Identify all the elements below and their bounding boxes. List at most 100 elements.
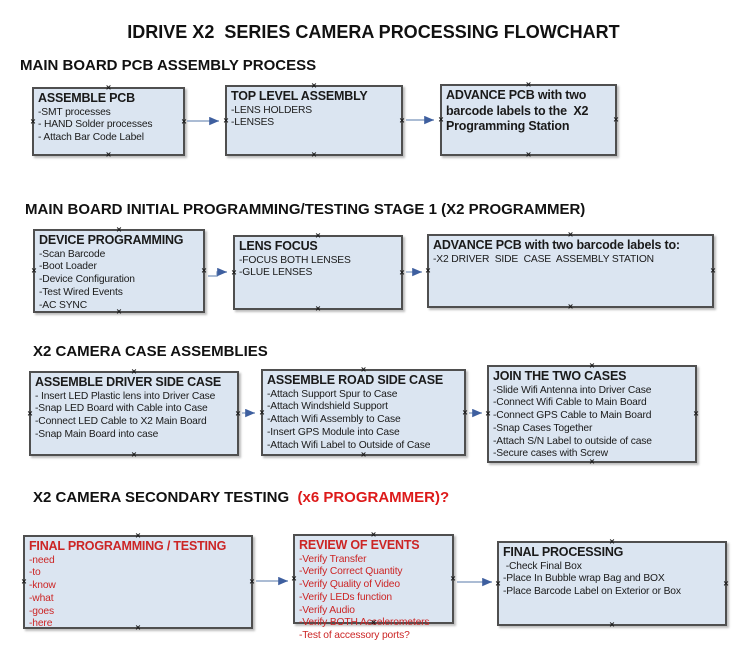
connection-point-icon: × <box>311 149 317 160</box>
box-item: -GLUE LENSES <box>239 267 313 279</box>
flow-box-top-level-assembly: TOP LEVEL ASSEMBLY -LENS HOLDERS-LENSES … <box>223 81 405 159</box>
box-item: -Verify Correct Quantity <box>299 566 403 578</box>
box-item: -Device Configuration <box>39 274 135 286</box>
box-item: -Check Final Box <box>503 560 582 572</box>
flow-box-final-processing: FINAL PROCESSING -Check Final Box-Place … <box>495 537 729 629</box>
box-title: ASSEMBLE ROAD SIDE CASE <box>267 373 443 387</box>
connection-point-icon: × <box>399 267 405 277</box>
flow-box-review-of-events: REVIEW OF EVENTS -Verify Transfer-Verify… <box>291 530 456 641</box>
box-title: ASSEMBLE DRIVER SIDE CASE <box>35 375 222 389</box>
box-item-list: -Attach Support Spur to Case-Attach Wind… <box>267 389 460 453</box>
box-item: -Boot Loader <box>39 261 97 273</box>
connection-point-icon: × <box>495 578 501 588</box>
box-item: -Verify Quality of Video <box>299 579 400 591</box>
connection-point-icon: × <box>235 408 241 418</box>
box-title: TOP LEVEL ASSEMBLY <box>231 89 368 103</box>
connection-point-icon: × <box>131 449 137 460</box>
section-heading-pcb-assembly: MAIN BOARD PCB ASSEMBLY PROCESS <box>20 57 317 74</box>
box-item: -Attach S/N Label to outside of case <box>493 435 652 447</box>
box-item: -Snap LED Board with Cable into Case <box>35 403 208 415</box>
flow-box-assemble-pcb: ASSEMBLE PCB -SMT processes- HAND Solder… <box>30 83 187 159</box>
box-item: -LENSES <box>231 117 275 129</box>
box-item-list: -Slide Wifi Antenna into Driver Case-Con… <box>493 385 691 462</box>
box-item: -Connect LED Cable to X2 Main Board <box>35 416 207 428</box>
connection-point-icon: × <box>201 265 207 276</box>
connection-point-icon: × <box>259 407 265 417</box>
connection-point-icon: × <box>693 408 699 419</box>
connection-point-icon: × <box>231 267 237 277</box>
connection-point-icon: × <box>425 265 431 276</box>
flow-box-final-programming-testing: FINAL PROGRAMMING / TESTING -need-to-kno… <box>21 531 255 632</box>
flow-box-join-the-two-cases: JOIN THE TWO CASES -Slide Wifi Antenna i… <box>485 361 699 466</box>
connection-point-icon: × <box>27 408 33 418</box>
box-item: -X2 DRIVER SIDE CASE ASSEMBLY STATION <box>433 253 654 265</box>
box-title: DEVICE PROGRAMMING <box>39 233 184 247</box>
box-title: ASSEMBLE PCB <box>38 91 135 105</box>
box-item-list: -need-to-know-what-goes-here <box>29 555 247 632</box>
box-item: -Scan Barcode <box>39 248 106 260</box>
box-item-list: -SMT processes- HAND Solder processes- A… <box>38 107 179 145</box>
box-item: -Place In Bubble wrap Bag and BOX <box>503 573 665 585</box>
box-item: -Connect Wifi Cable to Main Board <box>493 397 647 409</box>
section-heading-secondary-testing: X2 CAMERA SECONDARY TESTING (x6 PROGRAMM… <box>33 489 449 507</box>
box-item: -SMT processes <box>38 106 111 118</box>
box-item-list: -FOCUS BOTH LENSES-GLUE LENSES <box>239 255 397 281</box>
box-item: -Attach Wifi Assembly to Case <box>267 414 401 426</box>
box-item: -Verify Audio <box>299 604 355 616</box>
box-item: -Verify BOTH Accelerometers <box>299 617 430 629</box>
connection-point-icon: × <box>609 619 615 630</box>
section-heading-case-assemblies: X2 CAMERA CASE ASSEMBLIES <box>33 343 268 360</box>
flow-box-assemble-road-side-case: ASSEMBLE ROAD SIDE CASE -Attach Support … <box>259 365 467 459</box>
flow-arrow <box>208 267 227 277</box>
box-title: ADVANCE PCB with two barcode labels to t… <box>446 88 592 133</box>
box-item-list: -Scan Barcode-Boot Loader-Device Configu… <box>39 249 199 313</box>
box-item: -Test Wired Events <box>39 286 123 298</box>
connection-point-icon: × <box>723 578 729 588</box>
box-item-list: -X2 DRIVER SIDE CASE ASSEMBLY STATION <box>433 254 708 267</box>
section-heading-programmer-question: (x6 PROGRAMMER)? <box>293 489 450 506</box>
connection-point-icon: × <box>315 303 321 314</box>
box-item-list: -Check Final Box-Place In Bubble wrap Ba… <box>503 561 721 599</box>
connection-point-icon: × <box>291 573 297 584</box>
box-item: -Verify Transfer <box>299 553 367 565</box>
box-item: -what <box>29 592 54 604</box>
connection-point-icon: × <box>567 301 574 312</box>
connection-point-icon: × <box>249 576 255 587</box>
box-item: - HAND Solder processes <box>38 119 153 131</box>
connection-point-icon: × <box>710 265 716 276</box>
connection-point-icon: × <box>525 149 532 160</box>
section-heading-secondary-testing-black: X2 CAMERA SECONDARY TESTING <box>33 489 294 506</box>
connection-point-icon: × <box>31 265 37 276</box>
flow-box-lens-focus: LENS FOCUS -FOCUS BOTH LENSES-GLUE LENSE… <box>231 231 405 313</box>
box-item: -AC SYNC <box>39 299 88 311</box>
box-item: -Attach Support Spur to Case <box>267 388 398 400</box>
box-item: -FOCUS BOTH LENSES <box>239 254 351 266</box>
flow-box-assemble-driver-side-case: ASSEMBLE DRIVER SIDE CASE - Insert LED P… <box>27 367 241 459</box>
box-title: REVIEW OF EVENTS <box>299 538 420 552</box>
box-item: -Attach Windshield Support <box>267 401 388 413</box>
box-title: ADVANCE PCB with two barcode labels to: <box>433 238 680 252</box>
box-item: -Snap Main Board into case <box>35 428 159 440</box>
box-item: -Slide Wifi Antenna into Driver Case <box>493 384 652 396</box>
connection-point-icon: × <box>485 408 491 419</box>
box-item: -Snap Cases Together <box>493 422 593 434</box>
connection-point-icon: × <box>181 116 187 126</box>
box-title: FINAL PROCESSING <box>503 545 624 559</box>
box-item-list: -LENS HOLDERS-LENSES <box>231 105 397 131</box>
flow-box-advance-pcb-to-driver-side-station: ADVANCE PCB with two barcode labels to: … <box>425 230 716 311</box>
box-item: -goes <box>29 605 55 617</box>
box-item: -Test of accessory ports? <box>299 630 410 642</box>
box-title: LENS FOCUS <box>239 239 318 253</box>
connection-point-icon: × <box>450 573 456 584</box>
connection-point-icon: × <box>613 114 619 125</box>
connection-point-icon: × <box>438 114 444 125</box>
box-item-list: -Verify Transfer-Verify Correct Quantity… <box>299 554 448 644</box>
box-item: -Insert GPS Module into Case <box>267 426 400 438</box>
box-item: -here <box>29 618 53 630</box>
box-item: -Secure cases with Screw <box>493 448 608 460</box>
section-heading-initial-programming: MAIN BOARD INITIAL PROGRAMMING/TESTING S… <box>25 201 586 218</box>
box-item: -Place Barcode Label on Exterior or Box <box>503 586 681 598</box>
connection-point-icon: × <box>399 115 405 125</box>
box-title: JOIN THE TWO CASES <box>493 369 627 383</box>
